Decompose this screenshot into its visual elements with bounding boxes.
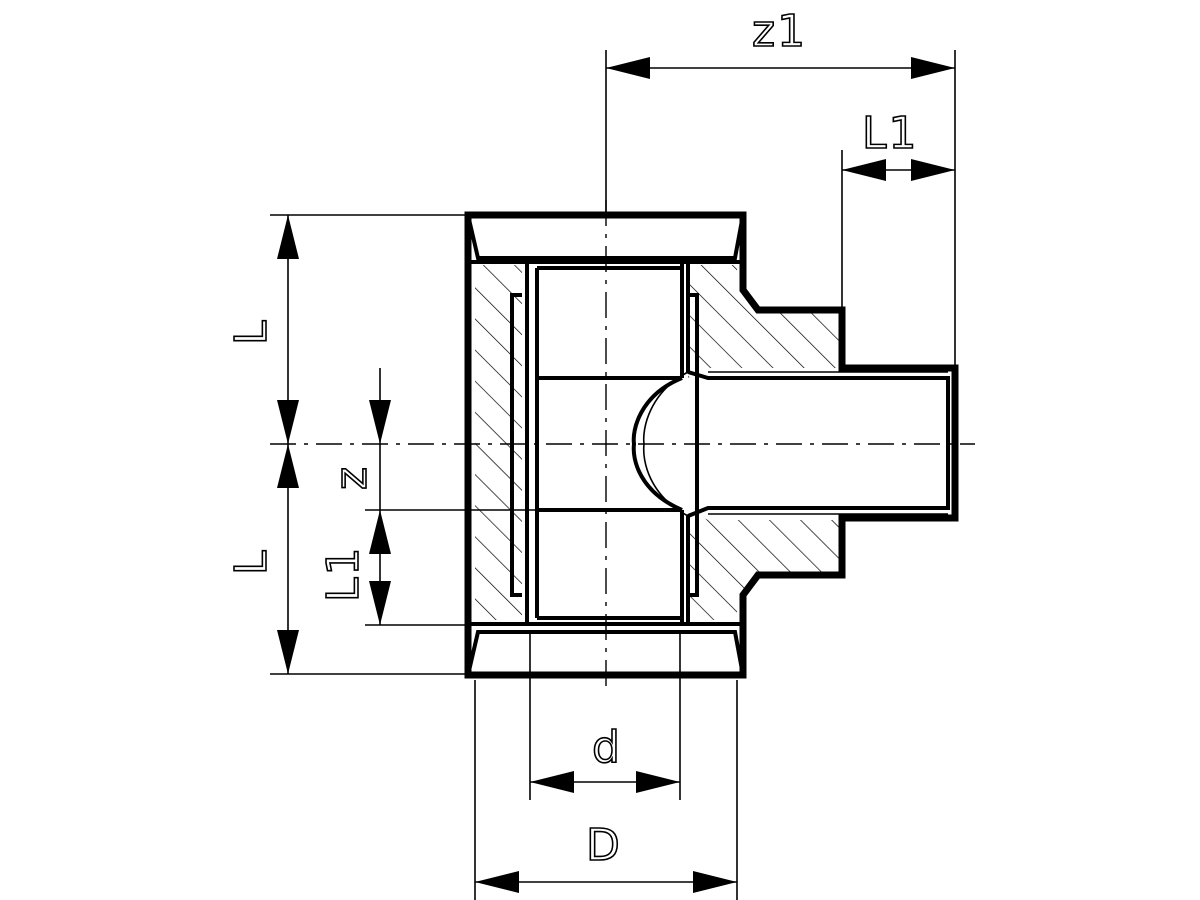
dimension-L1-top xyxy=(842,159,955,181)
label-d: d xyxy=(592,722,622,773)
dimension-L1-left xyxy=(369,510,391,625)
label-L1-left: L1 xyxy=(318,545,369,602)
inner-bore xyxy=(510,262,950,624)
label-L-lower: L xyxy=(226,548,277,575)
extension-lines xyxy=(270,50,956,900)
label-L1-top: L1 xyxy=(862,108,919,159)
dimension-L-lower xyxy=(277,444,299,674)
label-z1: z1 xyxy=(752,6,807,57)
dimension-D xyxy=(475,871,737,893)
center-lines xyxy=(270,200,975,690)
hatched-section xyxy=(475,265,842,620)
label-D: D xyxy=(586,820,622,871)
dimension-z1 xyxy=(606,57,955,79)
dimension-d xyxy=(530,771,680,793)
label-z: z xyxy=(326,465,377,490)
label-L-upper: L xyxy=(226,318,277,345)
dimension-L-upper xyxy=(277,215,299,444)
